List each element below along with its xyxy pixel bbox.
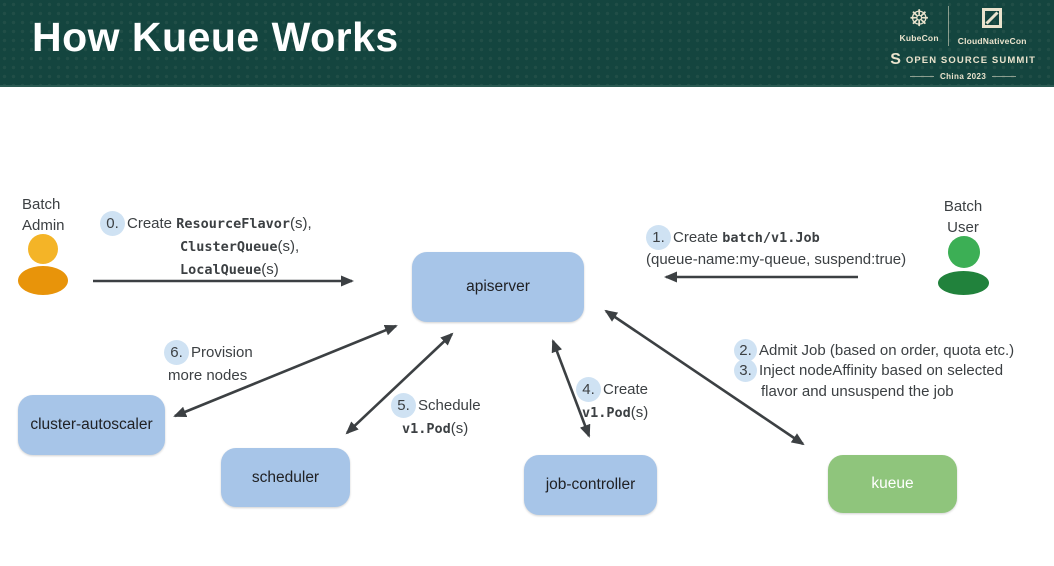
rule-right bbox=[992, 76, 1017, 77]
step-5-badge: 5. bbox=[391, 393, 416, 418]
step-6-line1: 6. Provision bbox=[164, 340, 253, 365]
step-6-text: Provision bbox=[191, 344, 253, 361]
summit-row: S OPEN SOURCE SUMMIT bbox=[890, 52, 1036, 68]
node-kueue-label: kueue bbox=[871, 475, 914, 492]
conference-logos: ☸ KubeCon CloudNativeCon S OPEN SOURCE S… bbox=[890, 6, 1036, 81]
step-0-line3: LocalQueue(s) bbox=[100, 258, 312, 281]
step-0-suf3: (s) bbox=[261, 261, 279, 278]
step-0-pre: Create bbox=[127, 215, 177, 232]
step-3-text: Inject nodeAffinity based on selected bbox=[759, 362, 1004, 380]
logo-row: ☸ KubeCon CloudNativeCon bbox=[891, 6, 1036, 46]
step-0-suf1: (s), bbox=[290, 215, 312, 232]
cloudnative-cube-icon bbox=[982, 8, 1003, 33]
step-2-text: Admit Job (based on order, quota etc.) bbox=[759, 341, 1015, 359]
step-5-code: v1.Pod bbox=[402, 420, 451, 437]
node-apiserver: apiserver bbox=[412, 252, 584, 322]
cloudnativecon-label: CloudNativeCon bbox=[957, 36, 1027, 46]
step-5-suf: (s) bbox=[450, 420, 469, 437]
batch-admin-avatar-body bbox=[18, 266, 68, 295]
step-5-line1: 5. Schedule bbox=[391, 393, 481, 418]
step-5-pre: Schedule bbox=[418, 397, 481, 414]
batch-user-avatar-head bbox=[948, 236, 980, 268]
steps-2-3-kueue-actions: 2. Admit Job (based on order, quota etc.… bbox=[734, 338, 1015, 402]
node-apiserver-label: apiserver bbox=[466, 278, 530, 295]
page-title: How Kueue Works bbox=[32, 14, 399, 60]
batch-user-line2: User bbox=[947, 219, 979, 236]
step-2-badge: 2. bbox=[734, 338, 757, 362]
step-0-line2: ClusterQueue(s), bbox=[100, 235, 312, 258]
node-cluster-autoscaler: cluster-autoscaler bbox=[18, 395, 165, 455]
step-4-line1: 4. Create bbox=[576, 377, 649, 402]
step-5-line2: v1.Pod(s) bbox=[391, 417, 481, 440]
batch-admin-line1: Batch bbox=[22, 196, 61, 213]
step-0-code3: LocalQueue bbox=[180, 261, 262, 278]
step-3-line2: flavor and unsuspend the job bbox=[734, 381, 1014, 402]
step-6-provision-nodes: 6. Provision more nodes bbox=[164, 340, 253, 387]
step-3-text2: flavor and unsuspend the job bbox=[761, 382, 954, 400]
cloudnativecon-logo: CloudNativeCon bbox=[947, 6, 1036, 46]
step-1-line1: 1. Create batch/v1.Job bbox=[646, 225, 906, 250]
step-3-badge: 3. bbox=[734, 359, 757, 383]
step-4-pre: Create bbox=[603, 381, 649, 398]
edition-row: China 2023 bbox=[909, 72, 1017, 81]
step-0-line1: 0. Create ResourceFlavor(s), bbox=[100, 211, 312, 236]
step-0-suf2: (s), bbox=[277, 238, 300, 255]
kubecon-label: KubeCon bbox=[899, 33, 939, 43]
step-1-line2: (queue-name:my-queue, suspend:true) bbox=[646, 251, 907, 268]
node-job-controller-label: job-controller bbox=[545, 476, 636, 493]
batch-admin-line2: Admin bbox=[22, 217, 65, 234]
node-scheduler: scheduler bbox=[221, 448, 350, 507]
step-0-badge: 0. bbox=[100, 211, 125, 236]
open-source-summit-icon: S bbox=[890, 51, 901, 68]
step-1-badge: 1. bbox=[646, 225, 671, 250]
batch-user-line1: Batch bbox=[943, 198, 983, 215]
node-kueue: kueue bbox=[828, 455, 957, 513]
step-4-line2: v1.Pod(s) bbox=[576, 401, 648, 424]
header-banner: How Kueue Works ☸ KubeCon CloudNativeCon bbox=[0, 0, 1054, 87]
step-6-badge: 6. bbox=[164, 340, 189, 365]
edition-label: China 2023 bbox=[939, 72, 987, 81]
step-0-create-resources: 0. Create ResourceFlavor(s), ClusterQueu… bbox=[100, 211, 312, 281]
step-1-code: batch/v1.Job bbox=[722, 229, 820, 246]
batch-user-avatar-body bbox=[938, 271, 989, 295]
step-1-pre: Create bbox=[673, 229, 723, 246]
batch-user-label: Batch User bbox=[936, 196, 990, 238]
step-2-line: 2. Admit Job (based on order, quota etc.… bbox=[734, 338, 1015, 362]
summit-label: OPEN SOURCE SUMMIT bbox=[905, 54, 1036, 66]
rule-left bbox=[909, 76, 934, 77]
step-0-code2: ClusterQueue bbox=[180, 238, 278, 255]
step-5-schedule-pods: 5. Schedule v1.Pod(s) bbox=[391, 393, 481, 440]
step-6-line2: more nodes bbox=[168, 367, 248, 384]
batch-admin-avatar-head bbox=[28, 234, 58, 264]
step-1-create-job: 1. Create batch/v1.Job (queue-name:my-qu… bbox=[646, 225, 907, 270]
node-scheduler-label: scheduler bbox=[251, 468, 320, 486]
step-4-code: v1.Pod bbox=[582, 404, 631, 421]
kubernetes-wheel-icon: ☸ bbox=[908, 5, 930, 31]
step-4-badge: 4. bbox=[576, 377, 601, 402]
kubecon-logo: ☸ KubeCon bbox=[891, 6, 948, 43]
step-4-suf: (s) bbox=[630, 404, 649, 421]
step-0-code1: ResourceFlavor bbox=[176, 215, 290, 232]
step-3-line1: 3. Inject nodeAffinity based on selected bbox=[734, 359, 1014, 383]
batch-admin-label: Batch Admin bbox=[22, 194, 65, 236]
node-cluster-autoscaler-label: cluster-autoscaler bbox=[30, 416, 153, 433]
step-4-create-pods: 4. Create v1.Pod(s) bbox=[576, 377, 649, 424]
node-job-controller: job-controller bbox=[524, 455, 657, 515]
